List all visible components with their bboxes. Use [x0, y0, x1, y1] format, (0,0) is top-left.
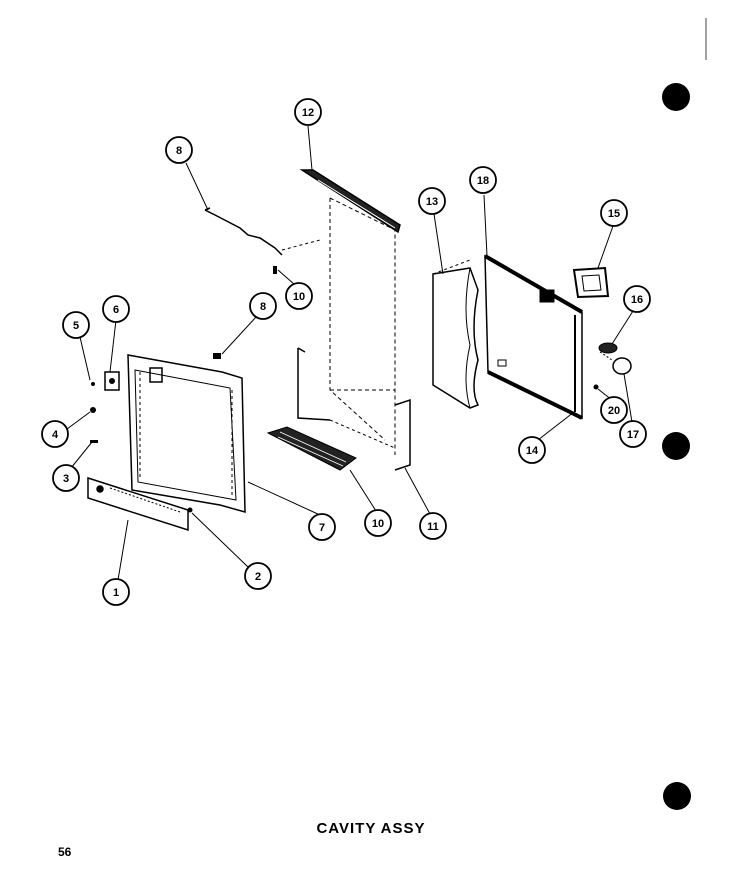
callouts: 12 8 10 8 6 5 4 3 1 2 7 10 11 13 18 15 1… [41, 98, 651, 606]
part-12-top-cover [299, 169, 401, 234]
callout-label: 10 [372, 518, 384, 530]
callout-8-lower: 8 [249, 292, 277, 320]
callout-16: 16 [623, 285, 651, 313]
callout-12: 12 [294, 98, 322, 126]
callout-label: 3 [63, 473, 69, 485]
callout-4: 4 [41, 420, 69, 448]
callout-label: 18 [477, 175, 489, 187]
callout-10-lower: 10 [364, 509, 392, 537]
part-7-front-frame [127, 354, 246, 513]
part-8-clip [213, 353, 221, 359]
callout-label: 15 [608, 208, 620, 220]
callout-label: 13 [426, 196, 438, 208]
part-20-screw [593, 384, 599, 390]
callout-1: 1 [102, 578, 130, 606]
callout-11: 11 [419, 512, 447, 540]
callout-5: 5 [62, 311, 90, 339]
binder-hole-top [662, 83, 690, 111]
callout-13: 13 [418, 187, 446, 215]
callout-20: 20 [600, 396, 628, 424]
part-10-grille [266, 426, 357, 471]
callout-18: 18 [469, 166, 497, 194]
callout-2: 2 [244, 562, 272, 590]
callout-label: 6 [113, 304, 119, 316]
callout-3: 3 [52, 464, 80, 492]
part-8-upper-bracket [204, 207, 321, 256]
part-14-side-panel [484, 254, 583, 420]
part-2-screw [187, 507, 193, 513]
callout-label: 12 [302, 107, 314, 119]
callout-label: 5 [73, 320, 79, 332]
callout-17: 17 [619, 420, 647, 448]
diagram-caption: CAVITY ASSY [316, 820, 426, 837]
part-15-gasket [572, 266, 610, 299]
page-number: 56 [58, 845, 72, 859]
cavity-outline [329, 197, 396, 455]
callout-label: 17 [627, 429, 639, 441]
callout-10-upper: 10 [285, 282, 313, 310]
callout-14: 14 [518, 436, 546, 464]
part-10-screw [273, 266, 277, 274]
callout-label: 2 [255, 571, 261, 583]
callout-label: 8 [260, 301, 266, 313]
callout-label: 1 [113, 587, 119, 599]
callout-label: 4 [52, 429, 59, 441]
callout-label: 16 [631, 294, 643, 306]
part-17-lamp [599, 351, 632, 375]
callout-label: 8 [176, 145, 182, 157]
part-1-control-panel [87, 476, 189, 532]
callout-15: 15 [600, 199, 628, 227]
callout-6: 6 [102, 295, 130, 323]
part-13-insulation [432, 259, 480, 409]
callout-label: 11 [427, 521, 439, 533]
small-parts-left [90, 371, 120, 443]
callout-label: 7 [319, 522, 325, 534]
callout-label: 14 [526, 445, 539, 457]
part-16-lamp-socket [598, 342, 618, 354]
binder-hole-bottom [663, 782, 691, 810]
callout-label: 10 [293, 291, 305, 303]
leader-lines [62, 125, 634, 581]
binder-hole-middle [662, 432, 690, 460]
part-11-lower-bracket [297, 347, 411, 471]
callout-7: 7 [308, 513, 336, 541]
callout-8-upper: 8 [165, 136, 193, 164]
callout-label: 20 [608, 405, 620, 417]
